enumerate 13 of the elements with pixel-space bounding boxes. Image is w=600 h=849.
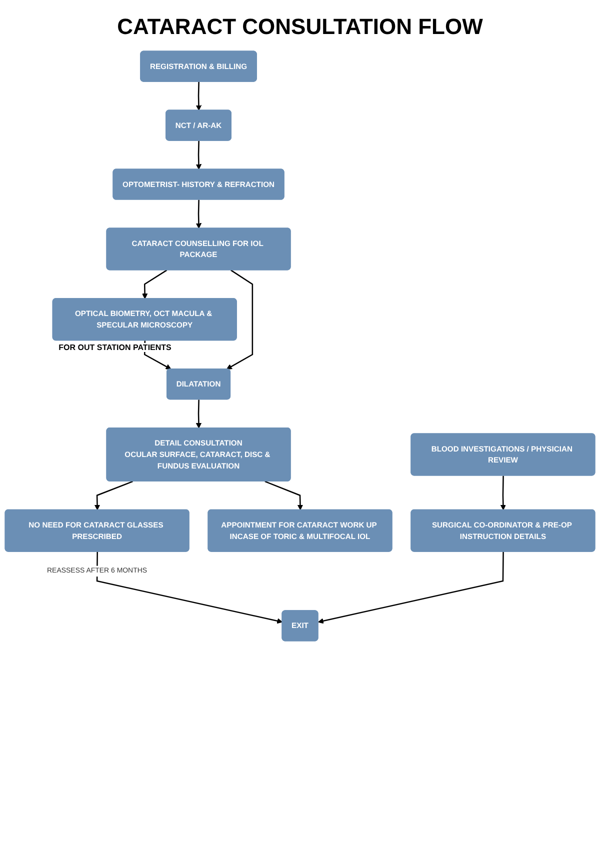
arrow [318,552,504,624]
arrow [142,270,168,299]
node-note: FOR OUT STATION PATIENTS [56,343,174,352]
arrow [196,140,202,170]
arrow [96,552,283,624]
arrow [226,270,254,370]
arrow [196,200,202,229]
arrow [94,480,133,510]
arrow [196,82,202,111]
arrow [500,476,506,510]
arrow [264,480,303,510]
arrow [196,400,202,428]
diagram-title: CATARACT CONSULTATION FLOW [116,14,484,40]
